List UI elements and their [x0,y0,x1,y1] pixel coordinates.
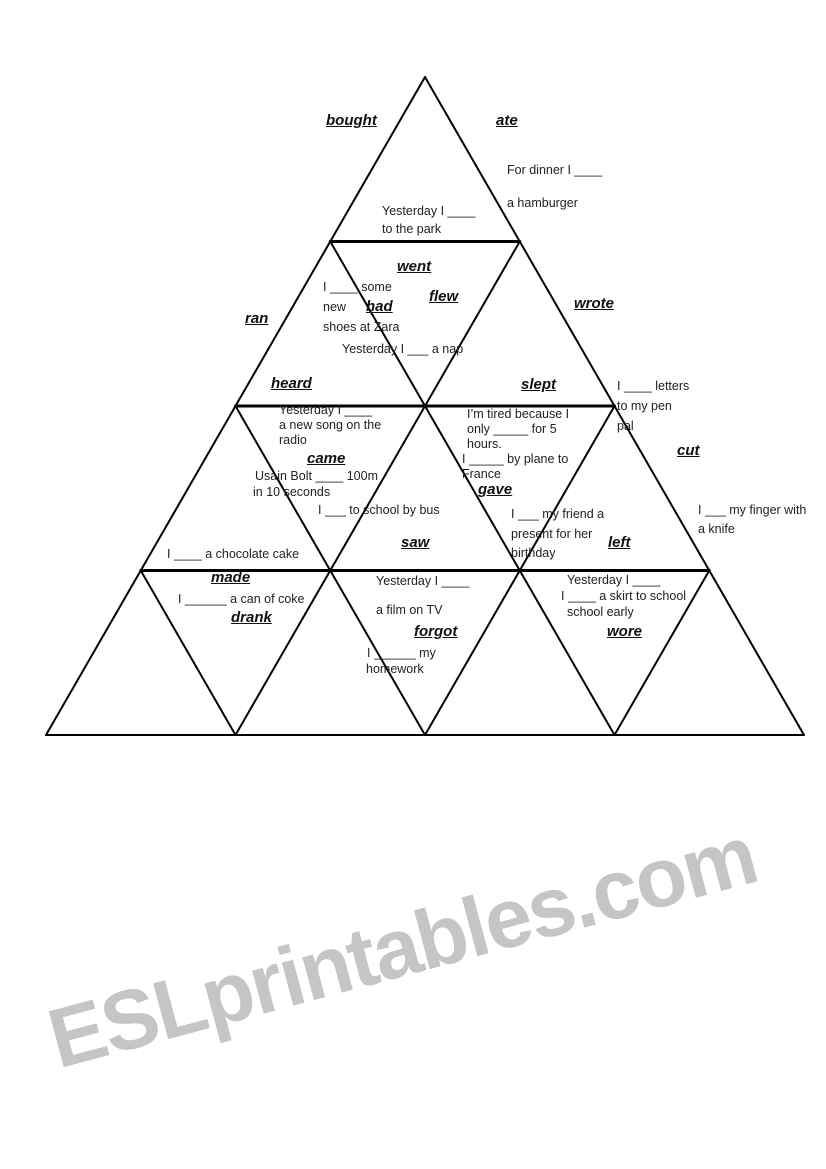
clue-text: I _____ by plane to [462,452,569,466]
clue-text: only _____ for 5 [467,422,557,436]
grid-line [613,405,711,572]
clue-text: I ______ my [367,646,436,660]
clue-text: shoes at Zara [323,320,400,334]
clue-text: birthday [511,546,556,560]
grid-line [139,405,237,572]
clue-text: Yesterday I ____ [382,204,476,218]
word-card: cut [677,442,700,459]
clue-text: I ____ a chocolate cake [167,547,300,561]
grid-line [424,569,521,736]
word-card: gave [478,481,513,498]
clue-text: radio [279,433,307,447]
clue-text: I ___ my finger with [698,503,807,517]
grid-line [329,405,426,572]
word-card: heard [271,375,312,392]
clue-text: Usain Bolt ____ 100m [255,469,378,483]
clue-text: France [462,467,501,481]
clue-text: I’m tired because I [467,407,570,421]
word-card: saw [401,534,430,551]
clue-text: new [323,300,346,314]
clue-text: Yesterday I ____ [376,574,470,588]
grid-line [329,76,426,243]
grid-line [708,569,805,736]
grid-line [518,405,616,572]
grid-line [424,240,521,407]
word-card: forgot [414,623,458,640]
clue-text: I ____ letters [617,379,690,393]
clue-text: to the park [382,222,442,236]
grid-line [234,569,332,736]
word-card: left [608,534,631,551]
clue-text: pal [617,419,634,433]
clue-text: a knife [698,522,735,536]
word-card: drank [231,609,272,626]
clue-text: I ____ some [323,280,392,294]
grid-line [234,405,332,572]
grid-line [518,569,616,736]
clue-text: I ___ to school by bus [318,503,440,517]
grid-line [613,569,711,736]
clue-text: For dinner I ____ [507,163,603,177]
grid-line [234,240,332,407]
word-card: came [307,450,346,467]
clue-text: Yesterday I ____ [567,573,661,587]
word-card: had [366,298,393,315]
word-card: ran [245,310,269,327]
clue-text: Yesterday I ____ [279,403,373,417]
word-card: made [211,569,251,586]
clue-text: a new song on the [279,418,382,432]
clue-text: I ____ a skirt to school [561,589,687,603]
grid-line [45,569,142,736]
clue-text: I ______ a can of coke [178,592,305,606]
word-card: bought [326,112,377,129]
grid-line [518,240,616,407]
grid-line [424,405,521,572]
clue-text: school early [567,605,634,619]
clue-text: hours. [467,437,502,451]
word-card: wore [607,623,643,640]
grid-line [424,76,521,243]
word-card: flew [429,288,459,305]
clue-text: Yesterday I ___ a nap [342,342,464,356]
grid-line [329,569,426,736]
word-card: wrote [574,295,615,312]
grid-line [139,569,237,736]
grid-line [329,240,426,407]
word-card: slept [521,376,557,393]
word-card: went [397,258,432,275]
clue-text: I ___ my friend a [511,507,605,521]
clue-text: a film on TV [376,603,443,617]
clue-text: in 10 seconds [253,485,331,499]
clue-text: present for her [511,527,593,541]
word-card: ate [496,112,518,129]
clue-text: to my pen [617,399,672,413]
clue-text: a hamburger [507,196,578,210]
clue-text: homework [366,662,424,676]
